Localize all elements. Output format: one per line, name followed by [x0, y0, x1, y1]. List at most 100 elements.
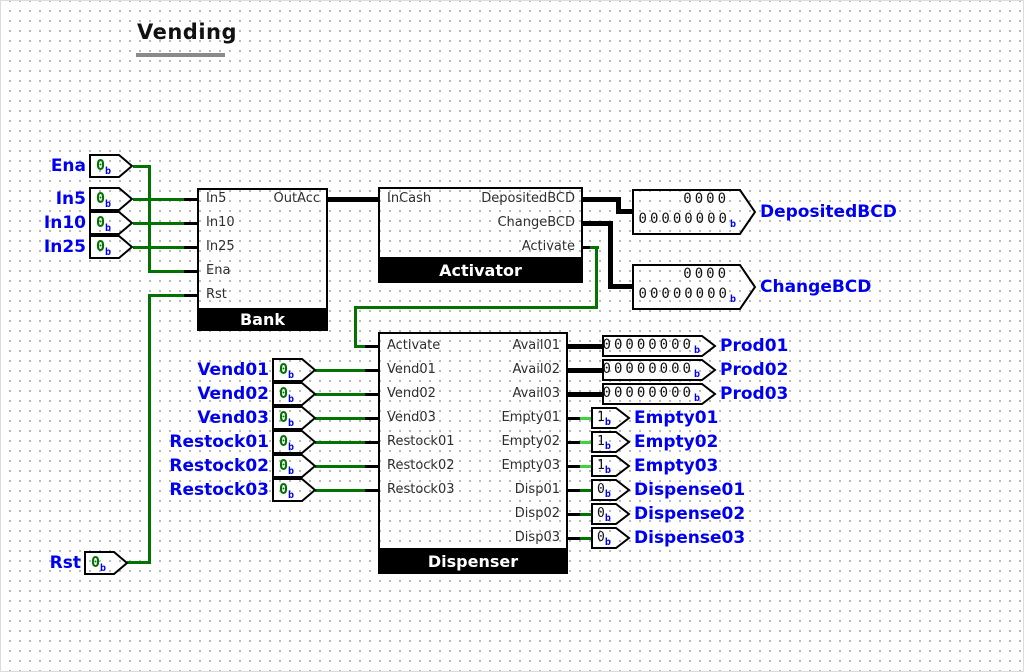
output-display-label: Dispense02 [634, 504, 746, 524]
output-display-prod02: 00000000b Prod02 [602, 359, 788, 381]
input-pin-vend03[interactable]: Vend03 0b [197, 406, 317, 430]
wire-activate [354, 306, 598, 309]
pin-value-radix: b [288, 394, 295, 405]
output-display-shape [591, 503, 631, 525]
input-pin-label: Rst [49, 553, 81, 573]
output-display-shape [591, 407, 631, 429]
pin-value-digits: 0 [96, 189, 106, 207]
wire-empty03 [568, 465, 582, 468]
block-pin-empty03: Empty03 [501, 458, 560, 473]
output-display-value: 0b [591, 528, 630, 548]
pin-value-radix: b [100, 563, 107, 574]
block-pin-in10: In10 [206, 215, 235, 230]
input-pin-label: Restock02 [169, 456, 269, 476]
block-pin-rst: Rst [206, 287, 227, 302]
wire-disp02 [580, 513, 592, 516]
input-pin-label: Restock03 [169, 480, 269, 500]
wire-disp-vend01 [365, 369, 378, 372]
block-pin-empty02: Empty02 [501, 434, 560, 449]
output-display-shape [591, 527, 631, 549]
input-pin-shape [89, 235, 134, 259]
wire-empty02 [568, 441, 582, 444]
block-pin-ena: Ena [206, 263, 231, 278]
output-display-dispense02: 0b Dispense02 [591, 503, 745, 525]
input-pin-ena[interactable]: Ena 0b [51, 154, 134, 178]
input-pin-value: 0b [96, 212, 111, 234]
output-display-label: DepositedBCD [760, 202, 897, 222]
display-value-line: 1b [597, 458, 611, 476]
output-display-shape [591, 455, 631, 477]
output-display-shape [602, 359, 717, 381]
block-pin-incash: InCash [387, 191, 432, 206]
output-display-label: Empty01 [634, 408, 719, 428]
wire-changebcd [608, 284, 633, 289]
block-pin-depositedbcd: DepositedBCD [481, 191, 575, 206]
wire-ena [148, 165, 151, 272]
wire-disp01 [568, 489, 582, 492]
block-pin-activate: Activate [521, 239, 575, 254]
output-display-value: 0b [591, 480, 630, 500]
block-title: Dispenser [378, 550, 568, 574]
block-pin-avail02: Avail02 [512, 362, 560, 377]
input-pin-restock02[interactable]: Restock02 0b [169, 454, 317, 478]
input-pin-in5[interactable]: In5 0b [56, 187, 134, 211]
pin-value-digits: 0 [279, 456, 289, 474]
output-display-label: Empty02 [634, 432, 719, 452]
wire-activate [583, 246, 592, 249]
wire-bank-in25 [184, 246, 197, 249]
pin-value-radix: b [288, 370, 295, 381]
wire-empty02 [580, 441, 592, 444]
wire-disp-vend03 [365, 417, 378, 420]
block-pin-in5: In5 [206, 191, 227, 206]
display-value-line: 00000000b [638, 285, 736, 305]
input-pin-value: 0b [96, 155, 111, 177]
block-pin-restock02: Restock02 [387, 458, 455, 473]
input-pin-label: Vend03 [197, 408, 269, 428]
wire-activate [354, 306, 357, 347]
wire-disp03 [580, 537, 592, 540]
input-pin-value: 0b [279, 479, 294, 501]
pin-value-digits: 0 [279, 408, 289, 426]
wire-depositedbcd [616, 209, 633, 214]
input-pin-rst[interactable]: Rst 0b [50, 551, 129, 575]
input-pin-vend01[interactable]: Vend01 0b [197, 358, 317, 382]
wire-avail01 [568, 344, 603, 349]
wire-bank-rst [184, 294, 197, 297]
input-pin-restock01[interactable]: Restock01 0b [169, 430, 317, 454]
display-value-line: 00000000b [638, 210, 736, 230]
pin-value-radix: b [105, 199, 112, 210]
pin-value-digits: 0 [279, 360, 289, 378]
input-pin-label: Vend02 [197, 384, 269, 404]
pin-value-digits: 0 [279, 432, 289, 450]
input-pin-in25[interactable]: In25 0b [44, 235, 134, 259]
wire-activate [354, 345, 367, 348]
wire-changebcd [608, 221, 613, 289]
output-display-label: Empty03 [634, 456, 719, 476]
block-pin-avail01: Avail01 [512, 338, 560, 353]
pin-value-digits: 0 [279, 480, 289, 498]
wire-rst [148, 294, 151, 564]
input-pin-restock03[interactable]: Restock03 0b [169, 478, 317, 502]
output-display-value: 1b [591, 408, 630, 428]
pin-value-radix: b [288, 466, 295, 477]
input-pin-vend02[interactable]: Vend02 0b [197, 382, 317, 406]
input-pin-in10[interactable]: In10 0b [44, 211, 134, 235]
display-value-line: 00000000b [602, 337, 700, 356]
output-display-value: 00000000b [602, 384, 716, 404]
wire-restock02 [315, 465, 366, 468]
wire-bank-in10 [184, 222, 197, 225]
block-pin-avail03: Avail03 [512, 386, 560, 401]
output-display-shape [591, 431, 631, 453]
input-pin-shape [272, 358, 317, 382]
wire-rst [148, 294, 184, 297]
display-value-line: 00000000b [602, 361, 700, 380]
pin-value-radix: b [105, 247, 112, 258]
block-pin-disp02: Disp02 [514, 506, 560, 521]
